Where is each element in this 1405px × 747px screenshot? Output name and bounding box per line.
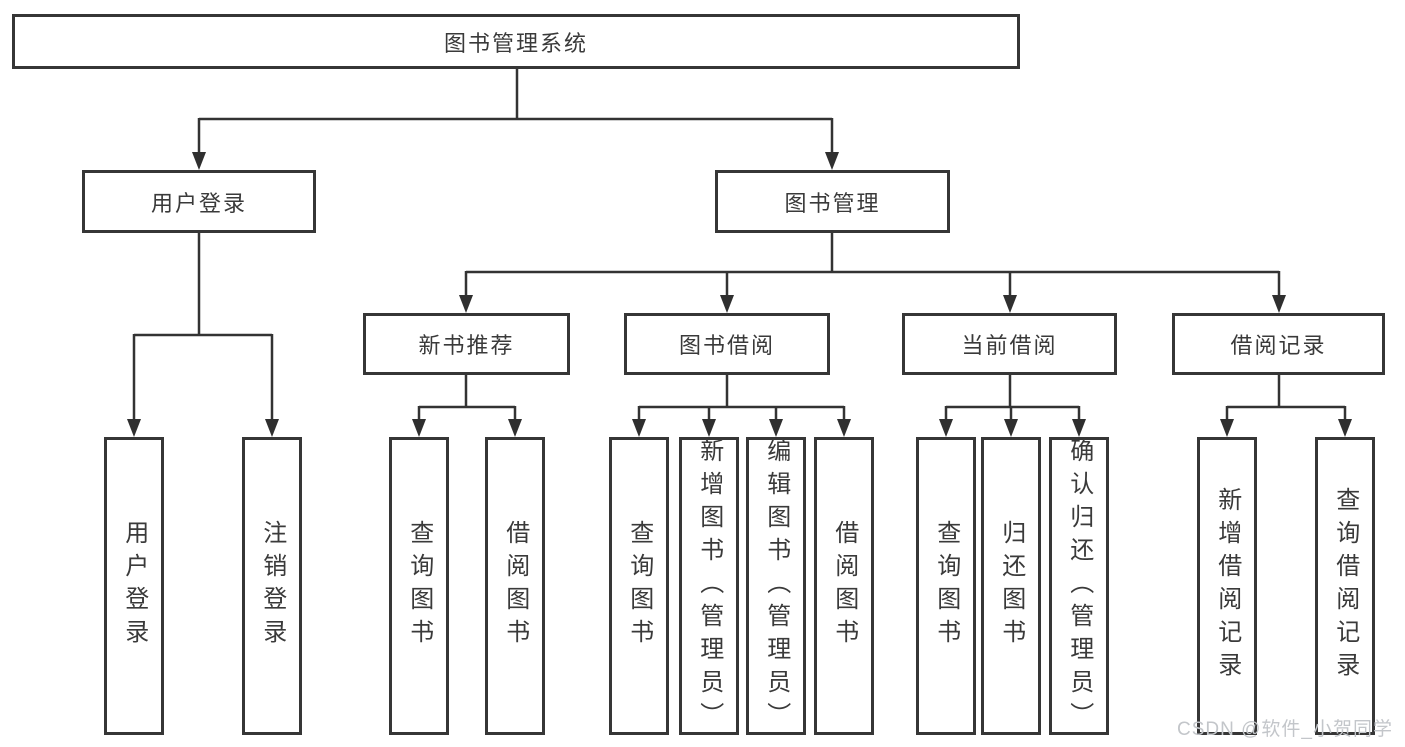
node-current-borrowing: 当前借阅 — [902, 313, 1117, 375]
node-label: 查询图书 — [405, 520, 433, 652]
leaf-user-login: 用户登录 — [104, 437, 164, 735]
node-user-login-branch: 用户登录 — [82, 170, 316, 233]
node-label: 查询图书 — [625, 520, 653, 652]
node-label: 新增图书（管理员） — [695, 437, 723, 735]
node-label: 当前借阅 — [961, 333, 1058, 358]
node-label: 查询图书 — [932, 520, 960, 652]
node-borrow-records: 借阅记录 — [1172, 313, 1385, 375]
node-label: 新增借阅记录 — [1213, 487, 1241, 685]
node-label: 图书管理 — [784, 190, 881, 216]
leaf-edit-books-admin: 编辑图书（管理员） — [746, 437, 806, 735]
leaf-query-books-current: 查询图书 — [916, 437, 976, 735]
node-book-management-branch: 图书管理 — [715, 170, 950, 233]
leaf-confirm-return-admin: 确认归还（管理员） — [1049, 437, 1109, 735]
node-label: 图书借阅 — [678, 333, 775, 358]
node-label: 用户登录 — [150, 190, 247, 216]
leaf-query-borrow-record: 查询借阅记录 — [1315, 437, 1375, 735]
leaf-add-borrow-record: 新增借阅记录 — [1197, 437, 1257, 735]
node-root-system: 图书管理系统 — [12, 14, 1020, 69]
node-label: 编辑图书（管理员） — [762, 437, 790, 735]
leaf-return-books: 归还图书 — [981, 437, 1041, 735]
node-new-book-recommend: 新书推荐 — [363, 313, 570, 375]
node-label: 用户登录 — [120, 520, 148, 652]
node-label: 归还图书 — [997, 520, 1025, 652]
leaf-borrow-books-recommend: 借阅图书 — [485, 437, 545, 735]
leaf-query-books-borrow: 查询图书 — [609, 437, 669, 735]
leaf-add-books-admin: 新增图书（管理员） — [679, 437, 739, 735]
leaf-logout: 注销登录 — [242, 437, 302, 735]
node-label: 借阅图书 — [830, 520, 858, 652]
node-label: 确认归还（管理员） — [1065, 437, 1093, 735]
node-label: 借阅记录 — [1230, 333, 1327, 358]
node-label: 图书管理系统 — [443, 30, 588, 56]
leaf-query-books-recommend: 查询图书 — [389, 437, 449, 735]
node-label: 注销登录 — [258, 520, 286, 652]
node-label: 新书推荐 — [418, 333, 515, 358]
node-book-borrowing: 图书借阅 — [624, 313, 830, 375]
leaf-borrow-books: 借阅图书 — [814, 437, 874, 735]
csdn-watermark: CSDN @软件_小贺同学 — [1177, 719, 1393, 740]
node-label: 查询借阅记录 — [1331, 487, 1359, 685]
node-label: 借阅图书 — [501, 520, 529, 652]
